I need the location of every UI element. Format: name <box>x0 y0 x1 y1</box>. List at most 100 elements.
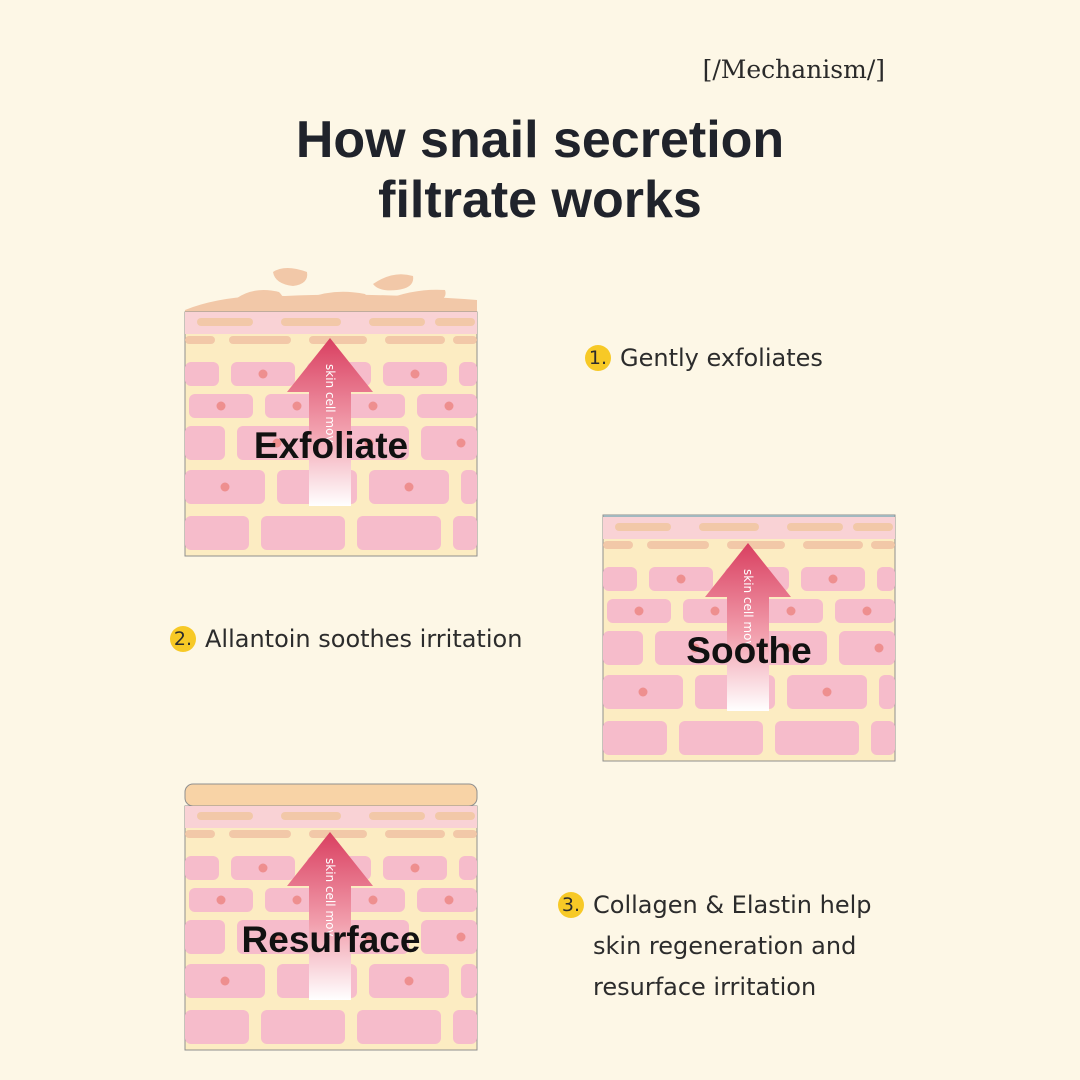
step-3-text: Collagen & Elastin help skin regeneratio… <box>593 891 872 1001</box>
step-1-badge: 1. <box>585 345 611 371</box>
band-cell <box>309 336 367 344</box>
band-cell <box>647 541 709 549</box>
arrow-caption: skin cell mov <box>323 858 337 937</box>
band-cell <box>185 336 215 344</box>
skin-cell-movement-arrow <box>705 543 791 711</box>
skin-cell <box>185 920 225 954</box>
cell-nucleus <box>368 895 378 905</box>
skin-cell <box>261 516 345 550</box>
cell-nucleus <box>410 369 420 379</box>
band-cell <box>369 318 425 326</box>
skin-cell <box>185 1010 249 1044</box>
band-cell <box>229 336 291 344</box>
band-cell <box>281 812 341 820</box>
step-1: 1. Gently exfoliates <box>585 338 823 379</box>
cell-nucleus <box>456 438 466 448</box>
band-cell <box>229 830 291 838</box>
band-cell <box>603 541 633 549</box>
skin-cell <box>261 1010 345 1044</box>
step-1-text: Gently exfoliates <box>620 344 823 372</box>
cell-nucleus <box>710 606 720 616</box>
skin-cell <box>357 516 441 550</box>
cell-nucleus <box>364 932 374 942</box>
cell-nucleus <box>220 976 230 986</box>
cell-nucleus <box>410 863 420 873</box>
cell-nucleus <box>368 401 378 411</box>
band-cell <box>787 523 843 531</box>
band-cell <box>369 812 425 820</box>
mechanism-tag: [/Mechanism/] <box>702 55 885 84</box>
skin-cell <box>185 516 249 550</box>
skin-cell <box>871 721 895 755</box>
skin-cell <box>839 631 895 665</box>
cell-nucleus <box>444 895 454 905</box>
skin-cell <box>603 567 637 591</box>
cell-nucleus <box>456 932 466 942</box>
band-cell <box>281 318 341 326</box>
skin-cell <box>775 721 859 755</box>
skin-cell <box>603 631 643 665</box>
band-cell <box>435 318 475 326</box>
band-cell <box>385 336 445 344</box>
cell-nucleus <box>786 606 796 616</box>
skin-cell <box>185 856 219 880</box>
flake-layer <box>185 268 477 312</box>
cell-nucleus <box>444 401 454 411</box>
skin-cell <box>185 426 225 460</box>
step-3: 3. Collagen & Elastin help skin regenera… <box>558 885 872 1008</box>
cell-nucleus <box>258 369 268 379</box>
diagram-label: Soothe <box>686 630 811 671</box>
cell-nucleus <box>272 932 282 942</box>
step-2-badge: 2. <box>170 626 196 652</box>
band-cell <box>197 812 253 820</box>
diagram-label: Resurface <box>242 919 421 960</box>
skin-cell <box>357 1010 441 1044</box>
band-cell <box>853 523 893 531</box>
cell-nucleus <box>676 574 686 584</box>
band-cell <box>727 541 785 549</box>
title-line-1: How snail secretion <box>295 111 785 169</box>
skin-cell <box>459 856 477 880</box>
band-cell <box>309 830 367 838</box>
band-cell <box>453 336 477 344</box>
cell-nucleus <box>216 401 226 411</box>
skin-cell <box>453 1010 477 1044</box>
band-cell <box>435 812 475 820</box>
cell-nucleus <box>292 401 302 411</box>
cell-nucleus <box>828 574 838 584</box>
cell-nucleus <box>258 863 268 873</box>
skin-cell <box>603 721 667 755</box>
step-2: 2. Allantoin soothes irritation <box>170 619 522 660</box>
band-cell <box>385 830 445 838</box>
band-cell <box>453 830 477 838</box>
new-skin-layer <box>184 783 478 807</box>
skin-cell <box>185 362 219 386</box>
cell-nucleus <box>822 687 832 697</box>
cell-nucleus <box>272 438 282 448</box>
arrow-caption: skin cell mov <box>741 569 755 648</box>
skin-cell <box>453 516 477 550</box>
cell-nucleus <box>404 976 414 986</box>
skin-cell <box>679 721 763 755</box>
band-cell <box>803 541 863 549</box>
step-2-text: Allantoin soothes irritation <box>205 625 523 653</box>
cell-nucleus <box>690 643 700 653</box>
band-cell <box>185 830 215 838</box>
cell-nucleus <box>638 687 648 697</box>
skin-cell <box>461 470 477 504</box>
band-cell <box>699 523 759 531</box>
cell-nucleus <box>634 606 644 616</box>
diagram-label: Exfoliate <box>254 425 408 466</box>
title-line-2: filtrate works <box>378 171 702 229</box>
cell-nucleus <box>404 482 414 492</box>
skin-cell <box>421 426 477 460</box>
cell-nucleus <box>220 482 230 492</box>
